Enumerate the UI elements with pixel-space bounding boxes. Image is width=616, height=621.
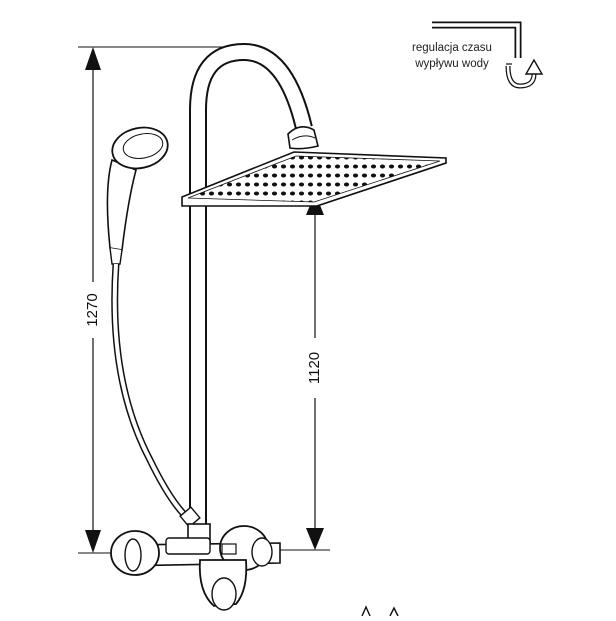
spray-nozzles [187,155,441,203]
head-connector [287,126,319,150]
cropped-marks [361,605,399,617]
rain-shower-head [181,151,447,207]
note-line-1: regulacja czasu [412,42,492,54]
riser-pipe [189,42,313,528]
head-height-dimension: 1120 [268,193,330,551]
hand-shower [106,126,169,265]
flow-time-regulation-note: regulacja czasu wypływu wody [400,40,504,72]
overall-height-label: 1270 [84,293,101,326]
allen-key-icon [432,21,522,58]
head-height-label: 1120 [306,352,323,384]
arrowhead-bottom [85,530,101,553]
diverter-lever [165,537,211,555]
arrowhead-down [306,528,324,550]
rotation-arrow-icon [505,58,544,89]
overall-height-dimension: 1270 [74,46,236,554]
note-line-2: wypływu wody [415,58,489,70]
hand-shower-face [111,126,169,170]
hand-shower-handle [106,158,137,251]
shower-hose [111,263,201,528]
mixer-body [110,523,281,611]
arrowhead-top [85,47,101,70]
